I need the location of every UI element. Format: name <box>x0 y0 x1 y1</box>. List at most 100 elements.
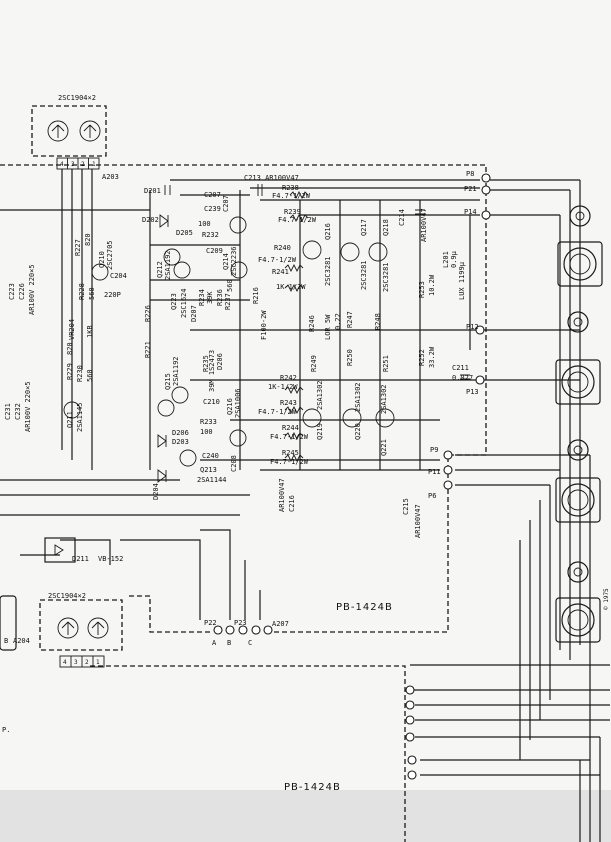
label-q211: Q211 <box>66 411 74 428</box>
label-r247: R247 <box>346 311 354 328</box>
label-c211-val: 0.027 <box>452 374 473 382</box>
label-r248: R248 <box>374 313 382 330</box>
terminal-p22: P22 <box>204 619 217 627</box>
vertical-labels: C207 Q214 2SC2236 R227 820 Q210 2SC2705 … <box>4 195 610 610</box>
label-c226: C226 <box>18 283 26 300</box>
label-r235: R235 <box>202 355 210 372</box>
top-pin-4: 4 <box>60 161 64 168</box>
label-val1kb: 1KB <box>86 325 94 338</box>
label-type-2sa1302: 2SA1302 <box>316 380 324 410</box>
bottom-pack-label: 2SC1904×2 <box>48 592 86 600</box>
terminal-a203: A203 <box>102 173 119 181</box>
label-q215-type: 2SA1192 <box>172 356 180 386</box>
terminal-p13: P13 <box>466 388 479 396</box>
label-r253: R253 <box>418 281 426 298</box>
label-c231: C231 <box>4 403 12 420</box>
label-l201: L201 <box>442 251 450 268</box>
label-q219: Q219 <box>316 423 324 440</box>
label-q223-type: 2SC1624 <box>180 288 188 318</box>
label-d211: D211 <box>72 555 89 563</box>
terminal-c: C <box>248 639 252 647</box>
label-r238-val: F4.7-1/2W <box>272 192 311 200</box>
label-r240-val: F4.7-1/2W <box>258 256 297 264</box>
label-c204: C204 <box>110 272 127 280</box>
label-vr204: VR204 <box>68 319 76 340</box>
label-d202: D202 <box>142 216 159 224</box>
label-lor5w: LOR 5W <box>324 314 332 340</box>
terminal-p14: P14 <box>464 208 477 216</box>
label-lux: LUX 1199μ <box>458 261 466 300</box>
passive-symbols <box>157 184 470 483</box>
label-val100-2w: F100-2W <box>260 310 268 340</box>
label-r242: R242 <box>280 374 297 382</box>
label-d207: D207 <box>190 305 198 322</box>
label-r233: R233 <box>200 418 217 426</box>
label-r232: R232 <box>202 231 219 239</box>
main-board-label: PB-1424B <box>336 602 393 613</box>
terminal-b: B <box>227 639 231 647</box>
label-r252-val: 33.2W <box>428 346 436 368</box>
bottom-pin-2: 2 <box>85 659 89 666</box>
label-r228: R228 <box>78 283 86 300</box>
label-r239-val: F4.7-1/2W <box>278 216 317 224</box>
label-c216: C216 <box>288 495 296 512</box>
top-transistor-pack <box>31 105 107 170</box>
terminal-a204: A204 <box>13 637 30 645</box>
label-d206: D206 <box>216 353 224 370</box>
terminal-p11: P11 <box>428 468 441 476</box>
label-r245-val: F4.7-1/2W <box>270 458 309 466</box>
label-val220p: 220P <box>104 291 121 299</box>
label-r251: R251 <box>382 355 390 372</box>
label-q213-type: 2SA1144 <box>197 476 227 484</box>
terminal-p12: P12 <box>466 323 479 331</box>
label-r226: R226 <box>144 305 152 322</box>
label-val820: 820 <box>84 233 92 246</box>
label-r229: R229 <box>66 363 74 380</box>
label-r242-val: 1K-1/2W <box>268 383 298 391</box>
label-q215: Q215 <box>164 373 172 390</box>
terminal-a207: A207 <box>272 620 289 628</box>
lower-board-outline <box>90 665 406 842</box>
top-pack-label: 2SC1904×2 <box>58 94 96 102</box>
terminal-p23: P23 <box>234 619 247 627</box>
label-ar100v220: AR100V 220×5 <box>28 264 36 315</box>
terminal-p8: P8 <box>466 170 474 178</box>
label-d204: D204 <box>152 483 160 500</box>
label-r240: R240 <box>274 244 291 252</box>
label-r239: R239 <box>284 208 301 216</box>
label-c208: C208 <box>230 455 238 472</box>
bottom-pin-1: 1 <box>96 659 100 666</box>
terminal-p6: P6 <box>428 492 436 500</box>
label-r243: R243 <box>280 399 297 407</box>
label-d205: D205 <box>176 229 193 237</box>
d211-diode-icon <box>54 544 64 556</box>
label-type-2sc3281: 2SC3281 <box>324 256 332 286</box>
label-q213: Q213 <box>200 466 217 474</box>
label-r221: R221 <box>144 341 152 358</box>
terminal-p9: P9 <box>430 446 438 454</box>
scan-margin-bottom <box>0 790 611 842</box>
label-r250: R250 <box>346 349 354 366</box>
label-q218: Q218 <box>382 219 390 236</box>
label-d211-type: VB-152 <box>98 555 123 563</box>
label-q210-type: 2SC2705 <box>106 240 114 270</box>
top-pin-1: 1 <box>92 161 96 168</box>
label-c214: C214 <box>398 209 406 226</box>
label-type-2sa1302c: 2SA1302 <box>380 384 388 414</box>
label-r244-val: F4.7-1/2W <box>270 433 309 441</box>
label-q210: Q210 <box>98 251 106 268</box>
label-c239: C239 <box>204 205 221 213</box>
label-q212: Q212 <box>156 261 164 278</box>
margin-text: P. <box>2 726 10 734</box>
output-jacks <box>555 205 603 643</box>
label-val100: 100 <box>198 220 211 228</box>
board-terminals <box>213 173 491 780</box>
label-r253-val: 10.2W <box>428 274 436 296</box>
terminal-p21: P21 <box>464 185 477 193</box>
label-q211-type: 2SA1145 <box>76 402 84 432</box>
label-c210: C210 <box>203 398 220 406</box>
bottom-transistor-pack <box>0 595 123 668</box>
label-r244: R244 <box>282 424 299 432</box>
bottom-pin-3: 3 <box>74 659 78 666</box>
